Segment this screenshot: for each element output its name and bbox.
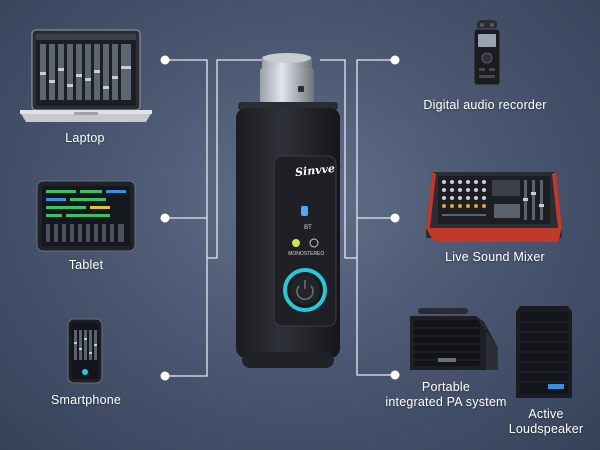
loudspeaker-label: Active Loudspeaker <box>494 407 598 437</box>
pa-label-line2: integrated PA system <box>385 395 507 409</box>
mixer-label: Live Sound Mixer <box>445 250 545 264</box>
loudspeaker-label-line1: Active <box>528 407 564 421</box>
recorder-label: Digital audio recorder <box>423 98 547 112</box>
loudspeaker-image <box>516 306 572 398</box>
connector-dot-recorder <box>390 55 400 65</box>
smartphone-image <box>67 318 103 384</box>
pa-label: Portable integrated PA system <box>366 380 526 410</box>
tablet-image <box>36 180 136 252</box>
stereo-label: STEREO <box>303 251 325 257</box>
connector-dot-tablet <box>160 213 170 223</box>
mono-label: MONO <box>288 251 304 257</box>
laptop-image <box>20 29 152 122</box>
bt-label: BT <box>304 225 312 231</box>
loudspeaker-label-line2: Loudspeaker <box>508 422 584 436</box>
mixer-image <box>426 172 562 242</box>
connector-dot-pa <box>390 370 400 380</box>
bluetooth-transmitter-image <box>236 53 340 368</box>
connector-dot-mixer <box>390 213 400 223</box>
smartphone-label: Smartphone <box>50 393 122 407</box>
connector-dot-laptop <box>160 55 170 65</box>
pa-label-line1: Portable <box>421 380 471 394</box>
recorder-image <box>473 20 501 86</box>
laptop-label: Laptop <box>65 131 105 145</box>
tablet-label: Tablet <box>68 258 104 272</box>
connector-dot-smartphone <box>160 371 170 381</box>
pa-system-image <box>410 308 498 370</box>
